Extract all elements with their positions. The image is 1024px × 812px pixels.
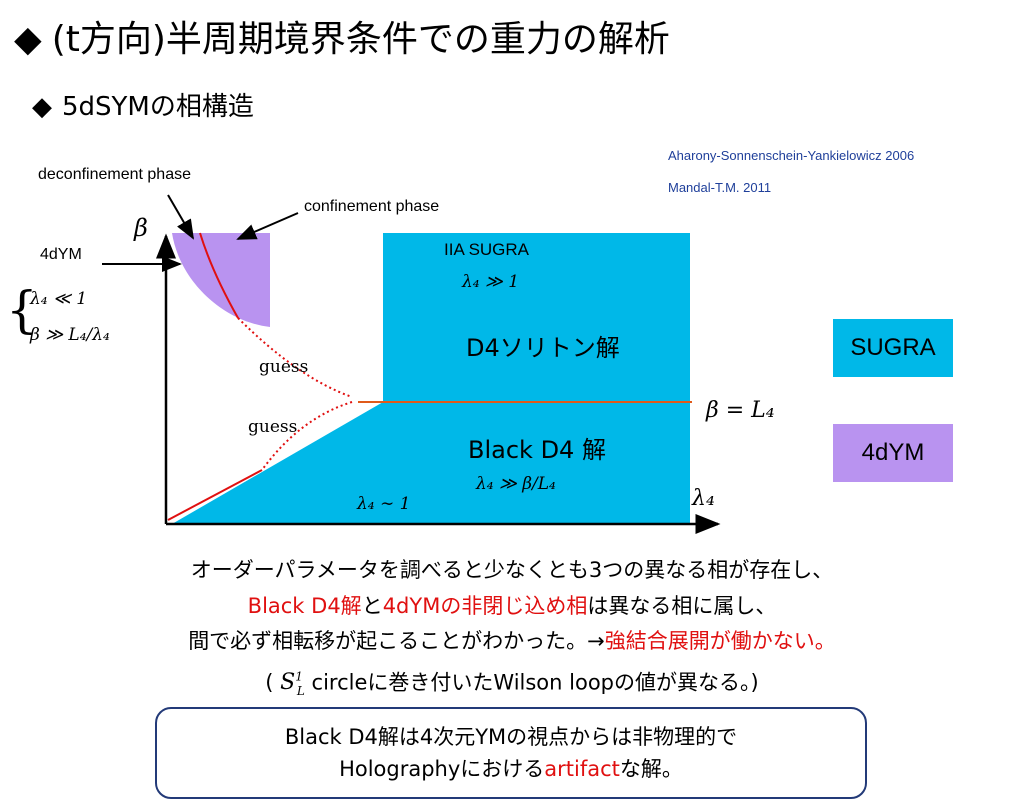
- connector-text: と: [361, 594, 383, 618]
- guess-curve-upper: [237, 317, 353, 398]
- wilson-loop-text: circleに巻き付いたWilson loopの値が異なる。): [304, 670, 759, 695]
- body-line-3: 間で必ず相転移が起こることがわかった。→強結合展開が働かない。: [0, 626, 1024, 656]
- deconfinement-arrow: [167, 194, 195, 240]
- phase-text: は異なる相に属し、: [587, 594, 777, 618]
- guess-label-lower: guess: [248, 417, 298, 437]
- fourdym-pointer-label: 4dYM: [40, 246, 82, 263]
- transition-text: 間で必ず相転移が起こることがわかった。→: [188, 629, 605, 653]
- transition-curve-lower: [167, 469, 263, 521]
- sugra-region-d4-soliton: [383, 233, 690, 402]
- slide-subtitle: ◆ 5dSYMの相構造: [32, 90, 254, 124]
- body-line-4: ( S1L circleに巻き付いたWilson loopの値が異なる。): [0, 662, 1024, 706]
- legend-sugra-label: SUGRA: [850, 334, 936, 361]
- ym-confinement-region: [172, 233, 270, 327]
- legend-sugra: SUGRA: [833, 319, 953, 377]
- slide-title-text: (t方向)半周期境界条件での重力の解析: [51, 19, 670, 60]
- solution-text: な解。: [619, 757, 683, 781]
- beta-axis-label: β: [134, 214, 148, 242]
- body-line-1: オーダーパラメータを調べると少なくとも3つの異なる相が存在し、: [190, 558, 834, 582]
- note-line-1: Black D4解は4次元YMの視点からは非物理的で: [284, 725, 738, 749]
- legend-4dym: 4dYM: [833, 424, 953, 482]
- ym-deconfinement-text: 4dYMの非閉じ込め相: [382, 594, 588, 618]
- diamond-bullet-icon: ◆: [32, 92, 52, 122]
- iia-sugra-label: IIA SUGRA: [444, 240, 530, 259]
- lambda-sim-label: λ₄ ∼ 1: [357, 494, 411, 514]
- reference-2: Mandal-T.M. 2011: [668, 180, 772, 195]
- black-d4-condition: λ₄ ≫ β/L₄: [476, 474, 556, 494]
- s-symbol: S: [280, 670, 296, 696]
- condition-beta: β ≫ L₄/λ₄: [30, 325, 110, 345]
- confinement-arrow: [236, 212, 299, 240]
- artifact-text: artifact: [544, 757, 620, 781]
- legend-4dym-label: 4dYM: [861, 439, 925, 466]
- slide-title: ◆(t方向)半周期境界条件での重力の解析: [14, 18, 670, 62]
- strong-coupling-text: 強結合展開が働かない。: [604, 629, 836, 653]
- confinement-phase-label: confinement phase: [304, 198, 440, 215]
- lambda-axis-label: λ₄: [692, 486, 715, 511]
- deconfinement-phase-label: deconfinement phase: [38, 166, 191, 183]
- black-d4-label: Black D4 解: [468, 436, 606, 464]
- paren-open: (: [265, 670, 281, 695]
- transition-curve-upper: [199, 232, 239, 319]
- iia-condition: λ₄ ≫ 1: [462, 272, 520, 292]
- sugra-region-black-d4: [172, 402, 690, 524]
- condition-brace: {: [6, 281, 38, 339]
- note-line-2: Holographyにおけるartifactな解。: [157, 753, 865, 785]
- body-line-2: Black D4解と4dYMの非閉じ込め相は異なる相に属し、: [0, 591, 1024, 621]
- slide-subtitle-text: 5dSYMの相構造: [62, 92, 254, 122]
- s1l-symbol: S1L: [280, 670, 305, 698]
- diamond-bullet-icon: ◆: [14, 19, 42, 60]
- guess-label-upper: guess: [259, 357, 309, 377]
- d4-soliton-label: D4ソリトン解: [466, 334, 620, 362]
- reference-1: Aharony-Sonnenschein-Yankielowicz 2006: [668, 148, 915, 163]
- black-d4-text: Black D4解: [247, 594, 362, 618]
- holography-text: Holographyにおける: [339, 757, 545, 781]
- note-box: Black D4解は4次元YMの視点からは非物理的で Holographyにおけ…: [155, 707, 867, 799]
- guess-curve-lower: [261, 401, 353, 471]
- condition-lambda: λ₄ ≪ 1: [30, 289, 88, 309]
- beta-equals-l4-label: β = L₄: [706, 398, 775, 423]
